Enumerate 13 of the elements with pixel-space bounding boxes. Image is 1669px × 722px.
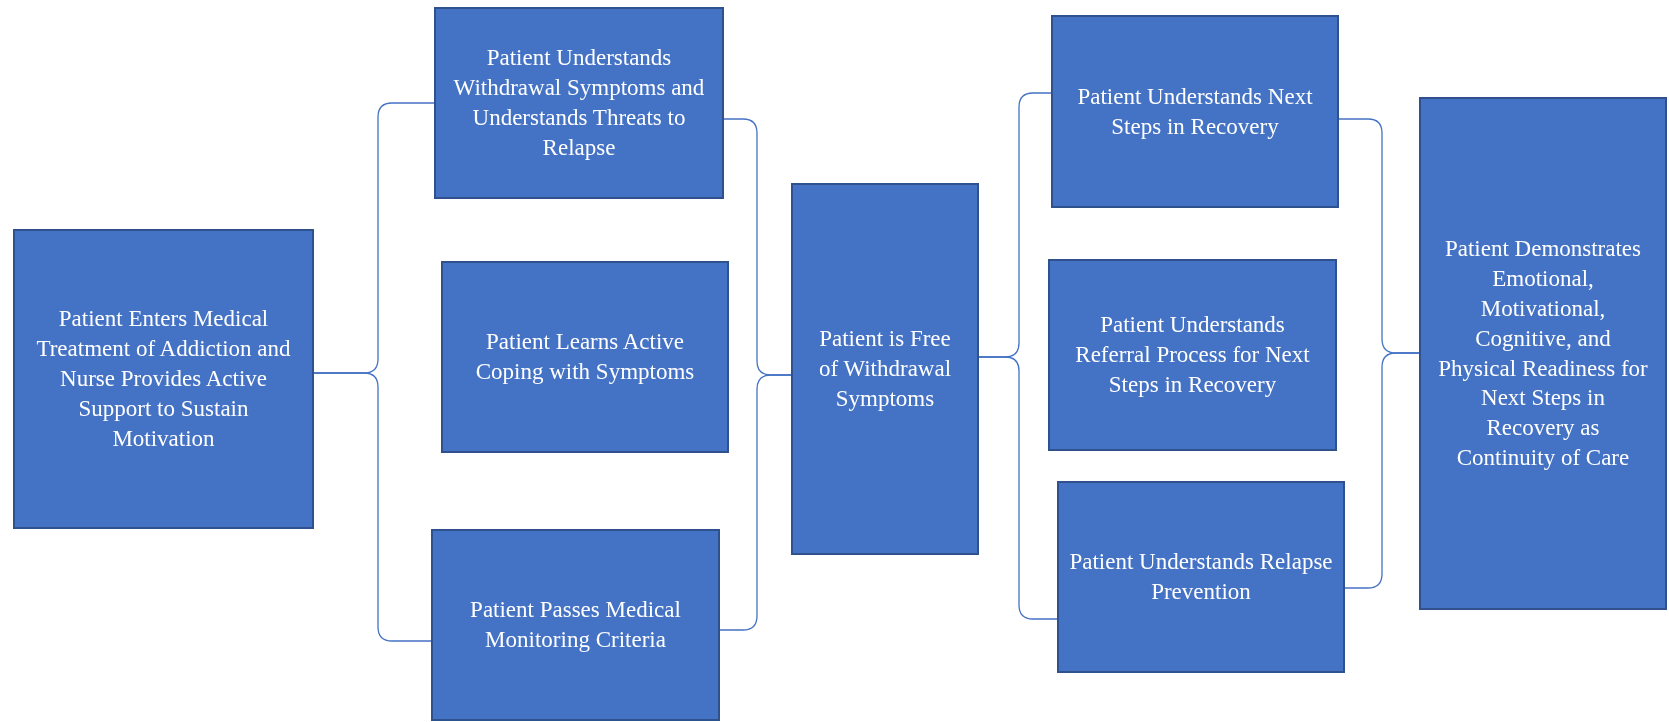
process-box: Patient Passes Medical Monitoring Criteria bbox=[431, 529, 720, 721]
process-box: Patient Learns Active Coping with Symptoms bbox=[441, 261, 729, 453]
bracket-connector bbox=[719, 374, 792, 631]
bracket-connector bbox=[1344, 352, 1420, 589]
process-box: Patient Demonstrates Emotional, Motivational, Cognitive, and Physical Readiness for Next Steps in Recovery as Continuity of Care bbox=[1419, 97, 1667, 610]
process-box: Patient Enters Medical Treatment of Addiction and Nurse Provides Active Support to Sustain Motivation bbox=[13, 229, 314, 529]
bracket-connector bbox=[313, 372, 432, 642]
process-box: Patient Understands Withdrawal Symptoms and Understands Threats to Relapse bbox=[434, 7, 724, 199]
process-box: Patient is Free of Withdrawal Symptoms bbox=[791, 183, 979, 555]
process-box: Patient Understands Relapse Prevention bbox=[1057, 481, 1345, 673]
process-box: Patient Understands Next Steps in Recovery bbox=[1051, 15, 1339, 208]
bracket-connector bbox=[978, 356, 1058, 620]
process-box: Patient Understands Referral Process for Next Steps in Recovery bbox=[1048, 259, 1337, 451]
